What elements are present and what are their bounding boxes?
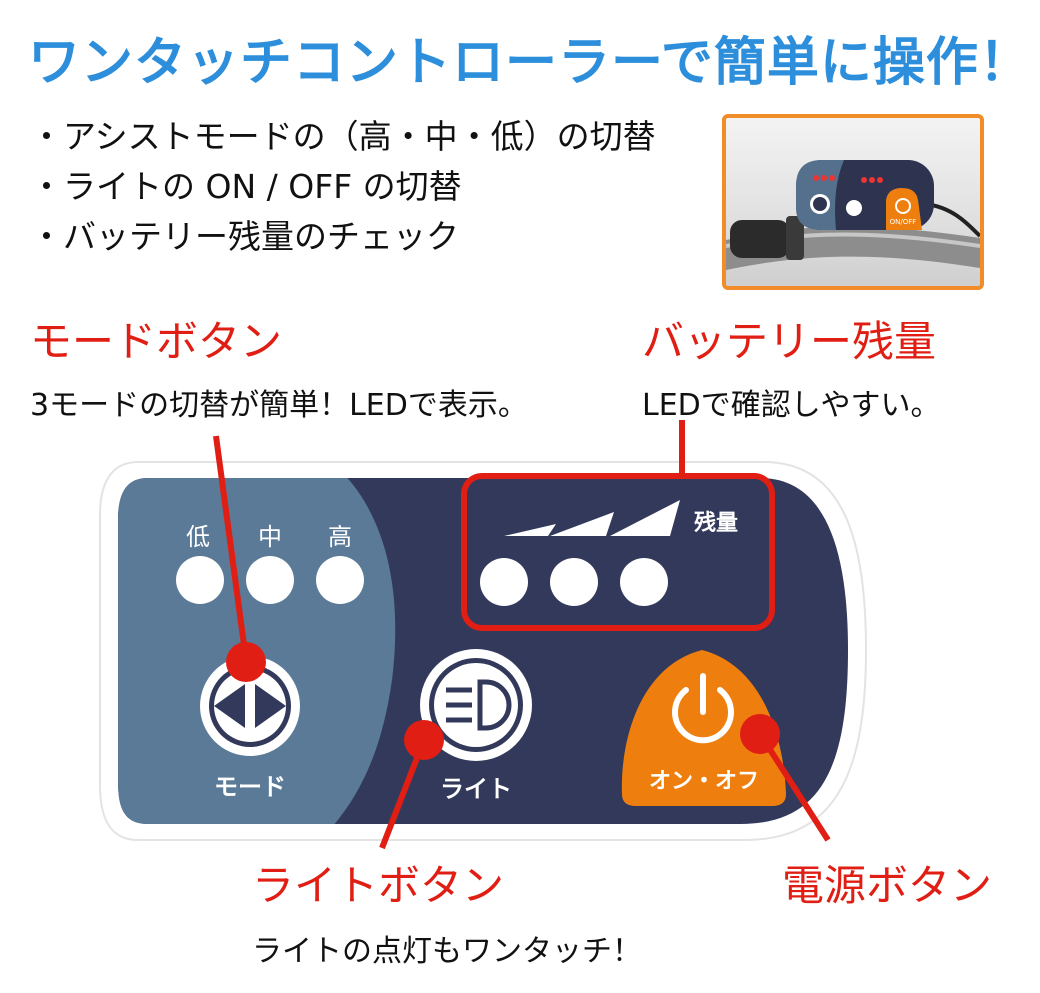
mode-button-heading: モードボタン: [30, 317, 283, 366]
battery-heading: バッテリー残量: [642, 317, 937, 366]
power-pointer-dot: [740, 714, 780, 754]
right-arrow-icon: [255, 684, 286, 728]
photo-onoff-label: ON/OFF: [890, 218, 917, 226]
feature-item: ・バッテリー残量のチェック: [30, 217, 459, 256]
handlebar-illustration: ON/OFF: [726, 160, 980, 270]
mode-level-high-label: 高: [328, 523, 352, 551]
battery-highlight-box: [461, 473, 775, 631]
power-button-label: オン・オフ: [649, 769, 759, 794]
power-pointer-line: [757, 732, 831, 842]
light-button[interactable]: [420, 649, 532, 761]
mode-led-mid: [246, 556, 294, 604]
battery-bar-3: [610, 500, 680, 536]
feature-item: ・ライトの ON / OFF の切替: [30, 167, 462, 206]
mode-led-low: [176, 556, 224, 604]
light-button-label: ライト: [440, 775, 512, 803]
battery-description: LEDで確認しやすい。: [642, 388, 941, 423]
controller-photo: ON/OFF: [722, 114, 984, 290]
battery-led-2: [550, 558, 598, 606]
light-button-heading: ライトボタン: [252, 861, 505, 910]
battery-led-1: [480, 558, 528, 606]
battery-led-3: [620, 558, 668, 606]
power-button[interactable]: [621, 650, 786, 806]
power-icon: [672, 673, 734, 744]
mode-level-mid-label: 中: [258, 523, 282, 551]
page-title: ワンタッチコントローラーで簡単に操作！: [28, 33, 1032, 93]
left-arrow-icon: [214, 684, 245, 728]
headlight-icon: [446, 679, 512, 731]
grip-shape: [730, 220, 790, 258]
mode-button-description: 3モードの切替が簡単！LEDで表示。: [30, 388, 528, 423]
mode-led-high: [316, 556, 364, 604]
power-button-heading: 電源ボタン: [782, 861, 993, 910]
light-button-description: ライトの点灯もワンタッチ！: [252, 934, 642, 969]
mode-level-low-label: 低: [186, 523, 210, 551]
light-pointer-dot: [404, 720, 444, 760]
battery-label: 残量: [694, 510, 738, 536]
feature-item: ・アシストモードの（高・中・低）の切替: [30, 117, 656, 156]
mode-button-label: モード: [214, 773, 286, 801]
feature-list: ・アシストモードの（高・中・低）の切替 ・ライトの ON / OFF の切替 ・…: [30, 112, 656, 262]
mode-button[interactable]: [200, 656, 300, 756]
mode-pointer-dot: [226, 642, 266, 682]
mode-pointer-line: [213, 435, 249, 661]
battery-bar-1: [504, 524, 556, 536]
battery-bar-2: [550, 512, 614, 536]
